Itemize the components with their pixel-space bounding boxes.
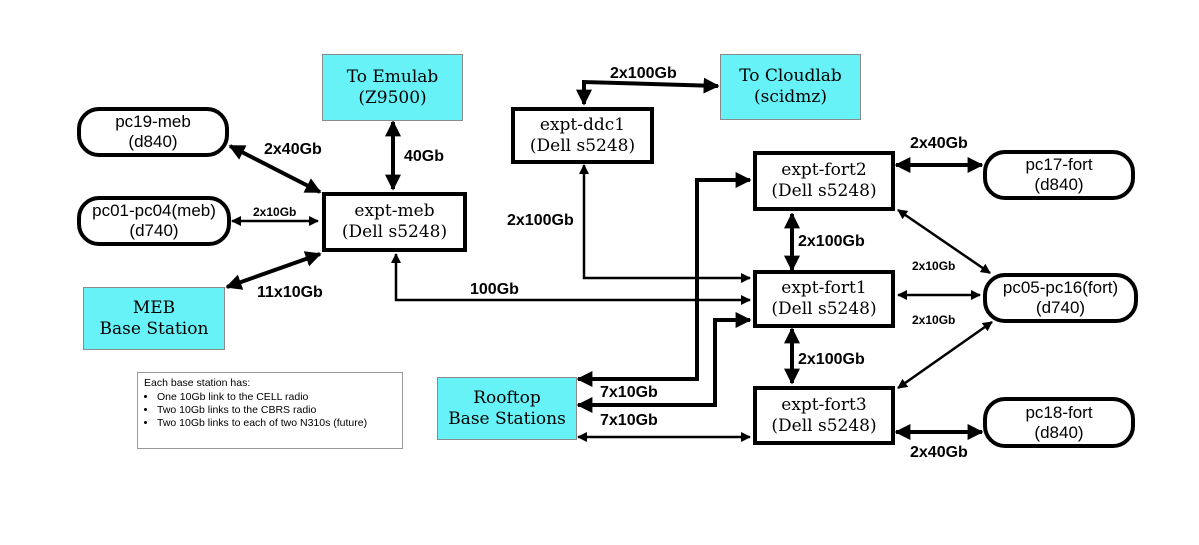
switch-name: expt-fort1 bbox=[781, 278, 867, 298]
rooftop-base-stations-node: Rooftop Base Stations bbox=[437, 377, 577, 440]
switch-name: expt-fort2 bbox=[781, 160, 867, 180]
host-model: (d840) bbox=[1034, 175, 1084, 194]
host-name: pc18-fort bbox=[1025, 402, 1093, 422]
label-emulab-meb: 40Gb bbox=[404, 148, 445, 165]
link-rooftop-fort2 bbox=[576, 172, 752, 387]
host-name: pc01-pc04(meb) bbox=[92, 201, 216, 220]
switch-name: expt-fort3 bbox=[781, 394, 867, 415]
rooftop-line2: Base Stations bbox=[448, 408, 566, 429]
host-name: pc17-fort bbox=[1025, 155, 1093, 174]
label-ddc1-fort1: 2x100Gb bbox=[507, 212, 574, 229]
notes-item: One 10Gb link to the CELL radio bbox=[157, 391, 396, 404]
label-fort2-pc05: 2x10Gb bbox=[912, 259, 956, 273]
switch-model: (Dell s5248) bbox=[529, 135, 636, 156]
base-station-notes: Each base station has: One 10Gb link to … bbox=[137, 372, 403, 449]
host-model: (d740) bbox=[1035, 298, 1086, 317]
rooftop-line1: Rooftop bbox=[473, 387, 541, 408]
label-fort1-fort3: 2x100Gb bbox=[798, 351, 865, 368]
meb-base-line1: MEB bbox=[132, 297, 176, 318]
cloudlab-name: To Cloudlab bbox=[739, 66, 842, 86]
label-rooftop-fort2-fort1: 7x10Gb bbox=[600, 384, 658, 401]
host-model: (d740) bbox=[129, 221, 179, 240]
label-meb-fort1: 100Gb bbox=[470, 281, 519, 298]
notes-list: One 10Gb link to the CELL radio Two 10Gb… bbox=[144, 391, 396, 430]
emulab-node: To Emulab (Z9500) bbox=[322, 54, 463, 121]
host-model: (d840) bbox=[1034, 422, 1084, 442]
label-fort1-pc05: 2x10Gb bbox=[912, 313, 956, 327]
label-fort2-fort1: 2x100Gb bbox=[798, 233, 865, 250]
switch-name: expt-ddc1 bbox=[539, 114, 626, 135]
label-pc01-meb: 2x10Gb bbox=[253, 205, 297, 219]
meb-base-station-node: MEB Base Station bbox=[83, 287, 225, 350]
label-mebbase-meb: 11x10Gb bbox=[257, 284, 323, 301]
cloudlab-node: To Cloudlab (scidmz) bbox=[720, 54, 861, 120]
cloudlab-model: (scidmz) bbox=[754, 87, 827, 107]
label-fort2-pc17: 2x40Gb bbox=[910, 135, 968, 152]
notes-item: Two 10Gb links to the CBRS radio bbox=[157, 404, 396, 417]
label-pc19-meb: 2x40Gb bbox=[264, 141, 322, 158]
switch-model: (Dell s5248) bbox=[771, 415, 877, 436]
link-fort2-pc05 bbox=[897, 208, 991, 275]
link-rooftop-fort1 bbox=[576, 312, 752, 413]
switch-expt-ddc1: expt-ddc1 (Dell s5248) bbox=[511, 107, 654, 164]
switch-name: expt-meb bbox=[354, 201, 435, 221]
switch-expt-fort3: expt-fort3 (Dell s5248) bbox=[753, 386, 895, 445]
emulab-name: To Emulab bbox=[346, 66, 439, 87]
switch-model: (Dell s5248) bbox=[771, 299, 877, 319]
switch-expt-fort1: expt-fort1 (Dell s5248) bbox=[753, 270, 895, 328]
host-pc05-pc16-fort: pc05-pc16(fort) (d740) bbox=[983, 273, 1138, 323]
emulab-model: (Z9500) bbox=[358, 87, 427, 108]
host-pc01-pc04-meb: pc01-pc04(meb) (d740) bbox=[77, 196, 231, 246]
host-pc18-fort: pc18-fort (d840) bbox=[983, 397, 1135, 448]
notes-item: Two 10Gb links to each of two N310s (fut… bbox=[157, 417, 396, 430]
switch-expt-meb: expt-meb (Dell s5248) bbox=[322, 192, 467, 252]
notes-heading: Each base station has: bbox=[144, 377, 251, 389]
switch-model: (Dell s5248) bbox=[771, 181, 877, 201]
label-fort3-pc18: 2x40Gb bbox=[910, 444, 968, 461]
label-ddc1-cloudlab: 2x100Gb bbox=[610, 65, 677, 82]
host-name: pc05-pc16(fort) bbox=[1002, 278, 1119, 297]
switch-model: (Dell s5248) bbox=[341, 222, 448, 242]
link-fort3-pc05 bbox=[897, 320, 993, 390]
host-pc17-fort: pc17-fort (d840) bbox=[983, 150, 1135, 200]
meb-base-line2: Base Station bbox=[99, 318, 209, 339]
host-pc19-meb: pc19-meb (d840) bbox=[77, 107, 229, 157]
host-name: pc19-meb bbox=[115, 112, 191, 131]
link-mebbase-meb bbox=[225, 251, 322, 290]
host-model: (d840) bbox=[128, 132, 178, 151]
link-ddc1-cloudlab bbox=[576, 77, 720, 106]
label-rooftop-fort3: 7x10Gb bbox=[600, 412, 658, 429]
switch-expt-fort2: expt-fort2 (Dell s5248) bbox=[753, 151, 895, 211]
link-pc19-meb bbox=[228, 144, 322, 194]
